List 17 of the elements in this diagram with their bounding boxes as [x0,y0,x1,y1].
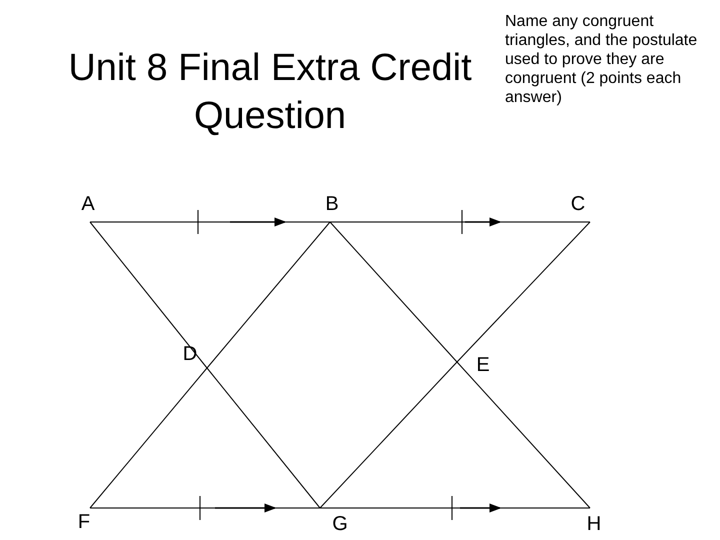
line-segment [456,362,590,508]
line-segment [90,368,208,508]
point-label: B [325,193,339,215]
point-label: G [332,513,348,535]
line-segment [206,222,330,368]
line-segment [90,222,208,368]
line-segment [320,362,458,508]
point-label: F [78,511,90,533]
question-text: Name any congruent triangles, and the postulate used to prove they are congruent (2 points each answer) [505,12,698,107]
line-segment [206,368,320,508]
line-segment [456,222,590,362]
line-segment [330,222,458,362]
point-label: D [182,343,198,365]
point-label: A [81,193,95,215]
point-label: H [586,513,602,535]
point-label: C [570,193,586,215]
point-label: E [476,354,490,376]
